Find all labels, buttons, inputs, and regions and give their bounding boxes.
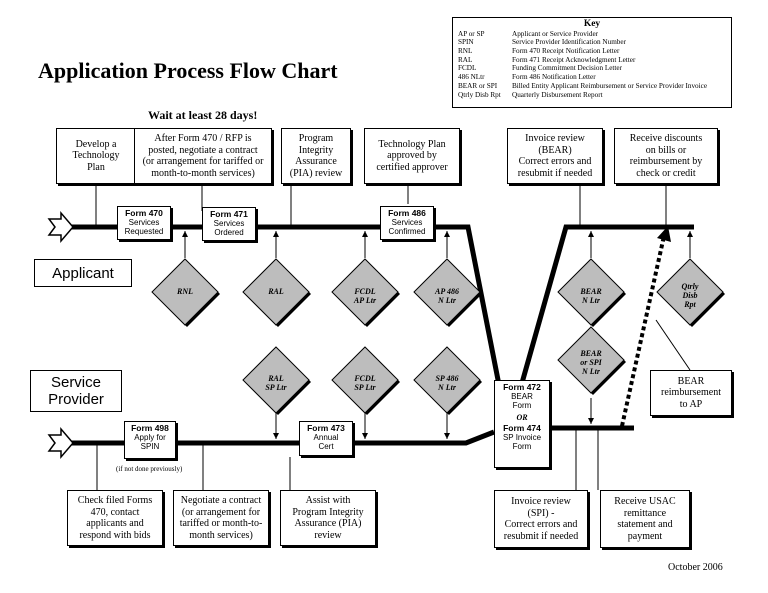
payment-dotted-arrowhead — [657, 226, 671, 242]
form-470: Form 470 Services Requested — [117, 206, 171, 240]
key-heading: Key — [583, 19, 601, 29]
or-label: OR — [516, 413, 528, 422]
step-pia-review: Program Integrity Assurance (PIA) review — [281, 128, 351, 184]
key-row: AP or SP Applicant or Service Provider — [453, 30, 731, 39]
step-receive-usac-remittance: Receive USAC remittance statement and pa… — [600, 490, 690, 548]
applicant-start-arrow — [47, 210, 74, 244]
key-row: Qtrly Disb Rpt Quarterly Disbursement Rep… — [453, 91, 731, 100]
step-assist-pia-review: Assist with Program Integrity Assurance … — [280, 490, 376, 546]
step-negotiate-contract-provider: Negotiate a contract (or arrangement for… — [173, 490, 269, 546]
key-abbr: SPIN — [458, 38, 474, 47]
step-bear-reimbursement: BEAR reimbursement to AP — [650, 370, 732, 416]
key-abbr: 486 NLtr — [458, 73, 485, 82]
applicant-timeline-right — [517, 224, 694, 391]
key-def: Form 470 Receipt Notification Letter — [512, 47, 620, 56]
key-abbr: RAL — [458, 55, 473, 64]
payment-dotted-arrow — [620, 235, 666, 427]
form-474-number: Form 474 — [503, 423, 541, 433]
page-title: Application Process Flow Chart — [38, 58, 338, 83]
key-abbr: AP or SP — [458, 29, 485, 38]
diamond-fcdl-ap: FCDL AP Ltr — [353, 287, 377, 305]
key-row: 486 NLtr Form 486 Notification Letter — [453, 73, 731, 82]
key-abbr: BEAR or SPI — [458, 81, 498, 90]
diamond-shape — [242, 346, 310, 414]
key-def: Billed Entity Applicant Reimbursement or… — [512, 81, 708, 90]
diamond-shape — [331, 346, 399, 414]
diamond-bear-spi: BEAR or SPI N Ltr — [580, 349, 602, 376]
form-471: Form 471 Services Ordered — [202, 207, 256, 241]
diamond-fcdl-sp: FCDL SP Ltr — [354, 374, 376, 392]
wait-note: Wait at least 28 days! — [148, 108, 258, 122]
form-471-label: Services Ordered — [213, 219, 245, 237]
date-label: October 2006 — [668, 562, 723, 573]
diamond-shape — [557, 326, 625, 394]
form-471-number: Form 471 — [210, 209, 248, 219]
step-tech-plan-approved: Technology Plan approved by certified ap… — [364, 128, 460, 184]
form-473: Form 473 Annual Cert — [299, 421, 353, 456]
form-498-note: (if not done previously) — [116, 465, 183, 473]
diamond-shape — [413, 346, 481, 414]
form-498: Form 498 Apply for SPIN — [124, 421, 176, 459]
diamond-shape — [331, 258, 399, 326]
diamond-ral-sp: RAL SP Ltr — [265, 374, 287, 392]
key-row: SPIN Service Provider Identification Numb… — [453, 38, 731, 47]
key-def: Funding Commitment Decision Letter — [512, 64, 622, 73]
key-def: Applicant or Service Provider — [512, 29, 599, 38]
form-498-number: Form 498 — [131, 423, 169, 433]
form-470-label: Services Requested — [124, 218, 164, 236]
diamond-ral-ap: RAL — [268, 287, 284, 296]
lane-service-provider: Service Provider — [30, 370, 122, 412]
form-473-label: Annual Cert — [313, 433, 339, 451]
form-472-or-474: Form 472 BEAR Form OR Form 474 SP Invoic… — [494, 380, 550, 468]
diamond-shape — [242, 258, 310, 326]
diamond-ap-486: AP 486 N Ltr — [435, 287, 459, 305]
step-receive-discounts: Receive discounts on bills or reimbursem… — [614, 128, 718, 184]
form-470-number: Form 470 — [125, 208, 163, 218]
diamond-shape — [656, 258, 724, 326]
diamond-qtrly-disb: Qtrly Disb Rpt — [681, 282, 699, 309]
diamond-sp-486: SP 486 N Ltr — [435, 374, 459, 392]
key-def: Form 471 Receipt Acknowledgment Letter — [512, 55, 636, 64]
key-row: FCDL Funding Commitment Decision Letter — [453, 64, 731, 73]
key-legend: Key AP or SP Applicant or Service Provide… — [452, 17, 732, 108]
form-474-label: SP Invoice Form — [502, 433, 542, 451]
form-472-label: BEAR Form — [511, 392, 533, 410]
form-472-number: Form 472 — [503, 382, 541, 392]
diamond-rnl: RNL — [177, 287, 193, 296]
diamond-shape — [413, 258, 481, 326]
key-row: RNL Form 470 Receipt Notification Letter — [453, 47, 731, 56]
diamond-shape — [557, 258, 625, 326]
step-invoice-review-spi: Invoice review (SPI) - Correct errors an… — [494, 490, 588, 548]
step-check-filed-forms: Check filed Forms 470, contact applicant… — [67, 490, 163, 546]
form-473-number: Form 473 — [307, 423, 345, 433]
diamond-bear-nltr: BEAR N Ltr — [580, 287, 602, 305]
key-row: RAL Form 471 Receipt Acknowledgment Lette… — [453, 56, 731, 65]
key-abbr: Qtrly Disb Rpt — [458, 90, 501, 99]
step-develop-tech-plan: Develop a Technology Plan — [56, 128, 136, 184]
key-def: Quarterly Disbursement Report — [512, 90, 603, 99]
step-negotiate-contract-applicant: After Form 470 / RFP is posted, negotiat… — [134, 128, 272, 184]
key-row: BEAR or SPI Billed Entity Applicant Reimb… — [453, 82, 731, 91]
form-486-label: Services Confirmed — [388, 218, 426, 236]
lane-applicant: Applicant — [34, 259, 132, 287]
key-def: Service Provider Identification Number — [512, 38, 626, 47]
form-486-number: Form 486 — [388, 208, 426, 218]
form-486: Form 486 Services Confirmed — [380, 206, 434, 240]
key-abbr: FCDL — [458, 64, 477, 73]
provider-start-arrow — [47, 426, 74, 460]
diamond-shape — [151, 258, 219, 326]
form-498-label: Apply for SPIN — [134, 433, 166, 451]
step-invoice-review-bear: Invoice review (BEAR) Correct errors and… — [507, 128, 603, 184]
key-abbr: RNL — [458, 47, 473, 56]
key-def: Form 486 Notification Letter — [512, 73, 596, 82]
